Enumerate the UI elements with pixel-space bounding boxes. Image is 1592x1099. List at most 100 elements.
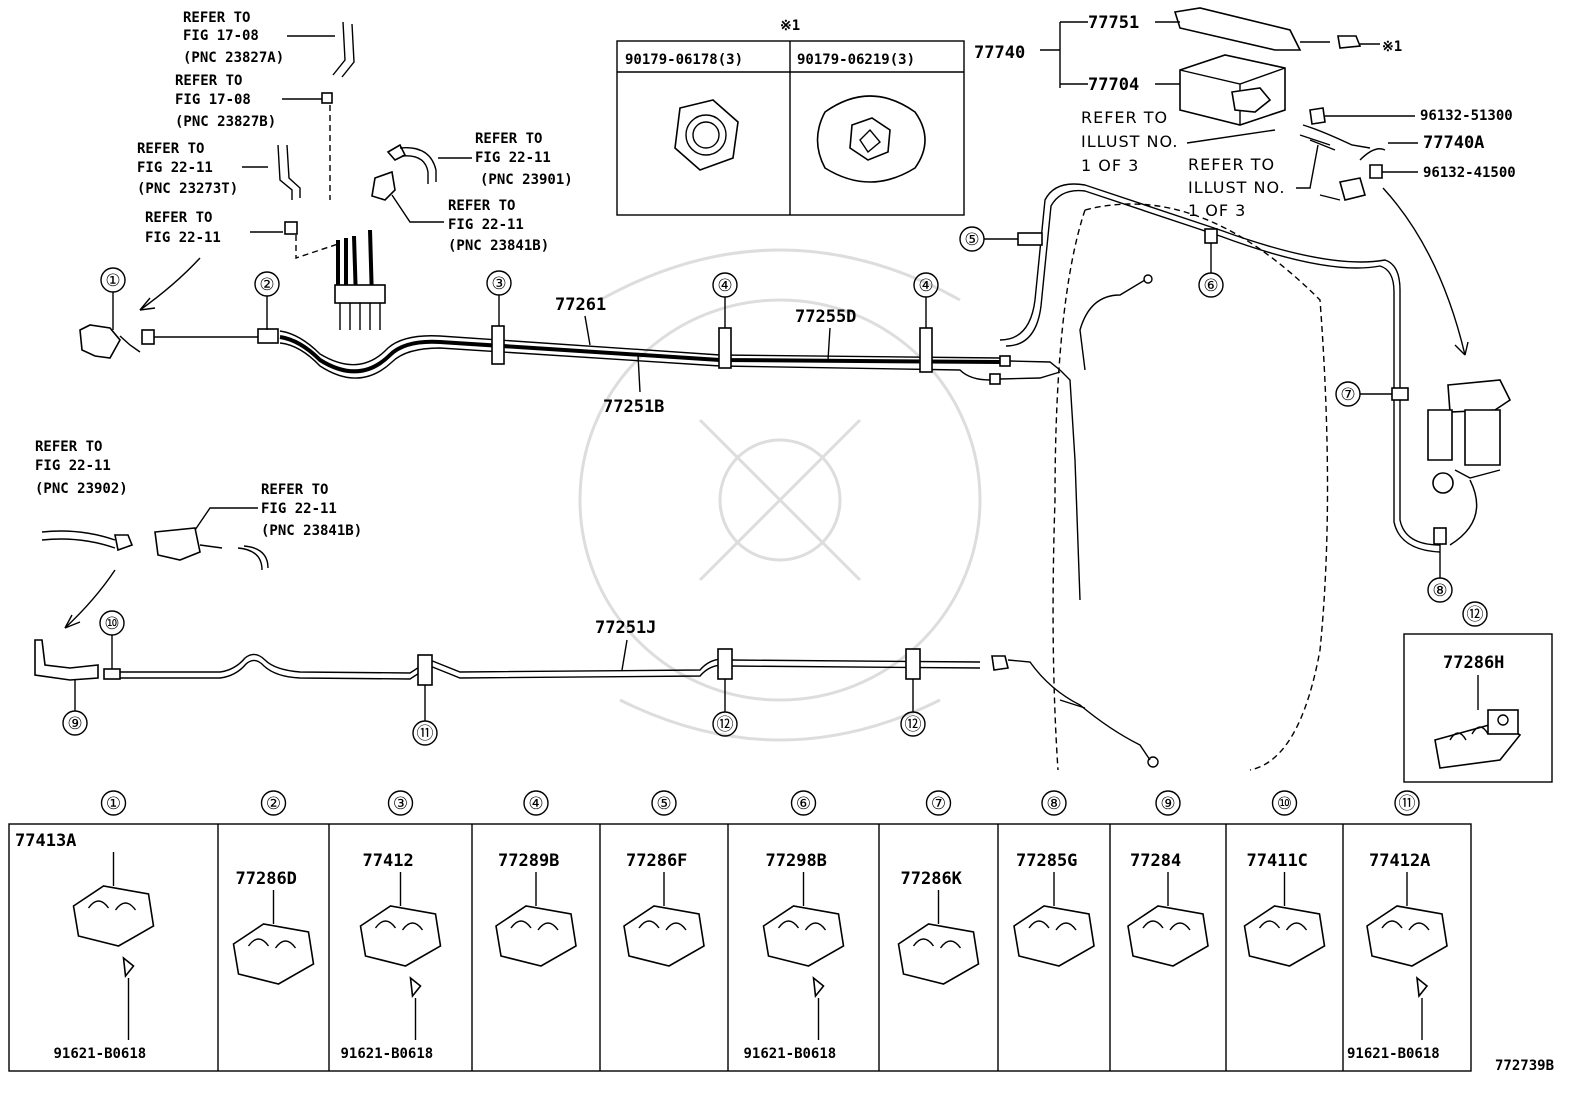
refer-pnc-23841b-bottom: REFER TO FIG 22-11 (PNC 23841B) <box>261 482 362 539</box>
part-77251J: 77251J <box>595 618 656 638</box>
svg-text:FIG 22-11: FIG 22-11 <box>35 458 111 474</box>
clamp-8 <box>1433 527 1447 545</box>
svg-text:①: ① <box>105 271 120 291</box>
svg-text:⑫: ⑫ <box>717 715 734 735</box>
svg-text:⑨: ⑨ <box>67 714 82 734</box>
table-header: ⑦ <box>931 794 946 814</box>
table-header: ⑤ <box>656 794 671 814</box>
clamp-11 <box>417 654 433 686</box>
callout-3: ③ <box>486 270 512 296</box>
part-77286H: 77286H <box>1443 653 1504 673</box>
svg-text:(PNC 23273T): (PNC 23273T) <box>137 181 238 197</box>
inset-box: ※1 90179-06178(3) 90179-06219(3) <box>616 18 965 216</box>
svg-text:⑪: ⑪ <box>417 724 434 744</box>
table-header-circle <box>1155 790 1181 816</box>
svg-text:(PNC 23841B): (PNC 23841B) <box>261 523 362 539</box>
svg-text:FIG 17-08: FIG 17-08 <box>175 92 251 108</box>
callout-10: ⑩ <box>99 610 125 636</box>
table-part-number: 77286K <box>901 869 963 889</box>
tank-outline <box>999 183 1478 771</box>
clamp-2 <box>257 328 279 344</box>
svg-text:FIG 17-08: FIG 17-08 <box>183 28 259 44</box>
svg-text:REFER TO: REFER TO <box>475 131 542 147</box>
bolt-sketch <box>1415 976 1429 999</box>
part-12-box <box>1403 633 1553 783</box>
svg-text:④: ④ <box>717 276 732 296</box>
svg-text:(PNC 23902): (PNC 23902) <box>35 481 128 497</box>
callout-12b: ⑫ <box>900 711 926 737</box>
bolt-sketch <box>409 976 422 999</box>
table-header-circle <box>1041 790 1067 816</box>
parts-table <box>8 823 1472 1072</box>
table-bolt-number: 91621-B0618 <box>1347 1046 1440 1062</box>
refer-fig22-11-a: REFER TO FIG 22-11 (PNC 23273T) <box>137 141 238 197</box>
svg-text:※1: ※1 <box>780 18 800 34</box>
svg-text:REFER TO: REFER TO <box>448 198 515 214</box>
part-96132-41500: 96132-41500 <box>1423 165 1516 181</box>
part-77740: 77740 <box>974 43 1025 63</box>
table-part-number: 77413A <box>15 831 76 851</box>
svg-text:90179-06219(3): 90179-06219(3) <box>797 52 915 68</box>
callout-11: ⑪ <box>412 720 438 746</box>
table-bolt-number: 91621-B0618 <box>341 1046 434 1062</box>
refer-illust-right: REFER TO ILLUST NO. 1 OF 3 <box>1188 155 1285 220</box>
svg-text:REFER TO: REFER TO <box>145 210 212 226</box>
table-part-number: 77285G <box>1016 851 1077 871</box>
part-77740A: 77740A <box>1423 133 1484 153</box>
svg-text:REFER TO: REFER TO <box>137 141 204 157</box>
svg-text:REFER TO: REFER TO <box>1188 155 1275 174</box>
clamp-7 <box>1391 387 1409 401</box>
clamp-4a <box>718 327 732 369</box>
bolt-sketch <box>812 976 825 999</box>
clamp-5 <box>1017 232 1043 246</box>
table-header-circle <box>387 790 414 816</box>
svg-text:④: ④ <box>918 276 933 296</box>
svg-text:⑫: ⑫ <box>1467 605 1484 625</box>
table-header-circle <box>651 790 677 816</box>
callout-4a: ④ <box>712 272 738 298</box>
refer-pnc-23901: REFER TO FIG 22-11 (PNC 23901) <box>475 131 573 188</box>
svg-text:(PNC 23827A): (PNC 23827A) <box>183 50 284 66</box>
clamp-12b <box>905 648 921 680</box>
table-header-circle <box>790 790 817 816</box>
callout-4b: ④ <box>913 272 939 298</box>
callout-7: ⑦ <box>1335 381 1361 407</box>
table-part-number: 77284 <box>1130 851 1181 871</box>
part-77704: 77704 <box>1088 75 1139 95</box>
clamp-4b <box>919 327 933 373</box>
svg-text:ILLUST NO.: ILLUST NO. <box>1081 132 1178 151</box>
table-header: ⑥ <box>796 794 811 814</box>
table-header-circle <box>925 790 952 816</box>
svg-text:(PNC 23841B): (PNC 23841B) <box>448 238 549 254</box>
clip-sketch <box>897 923 980 985</box>
mark-1: ※1 <box>1382 39 1402 55</box>
clip-sketch <box>1127 905 1209 967</box>
table-header: ④ <box>528 794 543 814</box>
svg-text:⑫: ⑫ <box>905 715 922 735</box>
table-header: ① <box>106 794 121 814</box>
clip-sketch <box>623 905 705 967</box>
part-77261: 77261 <box>555 295 606 315</box>
refer-fig22-11-b: REFER TO FIG 22-11 <box>145 210 221 246</box>
lower-harness <box>34 639 1159 768</box>
clamp-12a <box>717 648 733 680</box>
svg-text:REFER TO: REFER TO <box>261 482 328 498</box>
callout-8: ⑧ <box>1427 577 1453 603</box>
clip-sketch <box>762 905 845 967</box>
svg-text:⑥: ⑥ <box>1203 276 1218 296</box>
svg-text:1 OF 3: 1 OF 3 <box>1081 156 1139 175</box>
svg-text:ILLUST NO.: ILLUST NO. <box>1188 178 1285 197</box>
table-header: ⑧ <box>1046 794 1061 814</box>
table-header: ③ <box>393 794 408 814</box>
table-part-number: 77411C <box>1247 851 1308 871</box>
part-77255D: 77255D <box>795 307 856 327</box>
part-77751: 77751 <box>1088 13 1139 33</box>
table-header-circle <box>523 790 549 816</box>
refer-fig17-08-b: REFER TO FIG 17-08 (PNC 23827B) <box>175 73 276 130</box>
